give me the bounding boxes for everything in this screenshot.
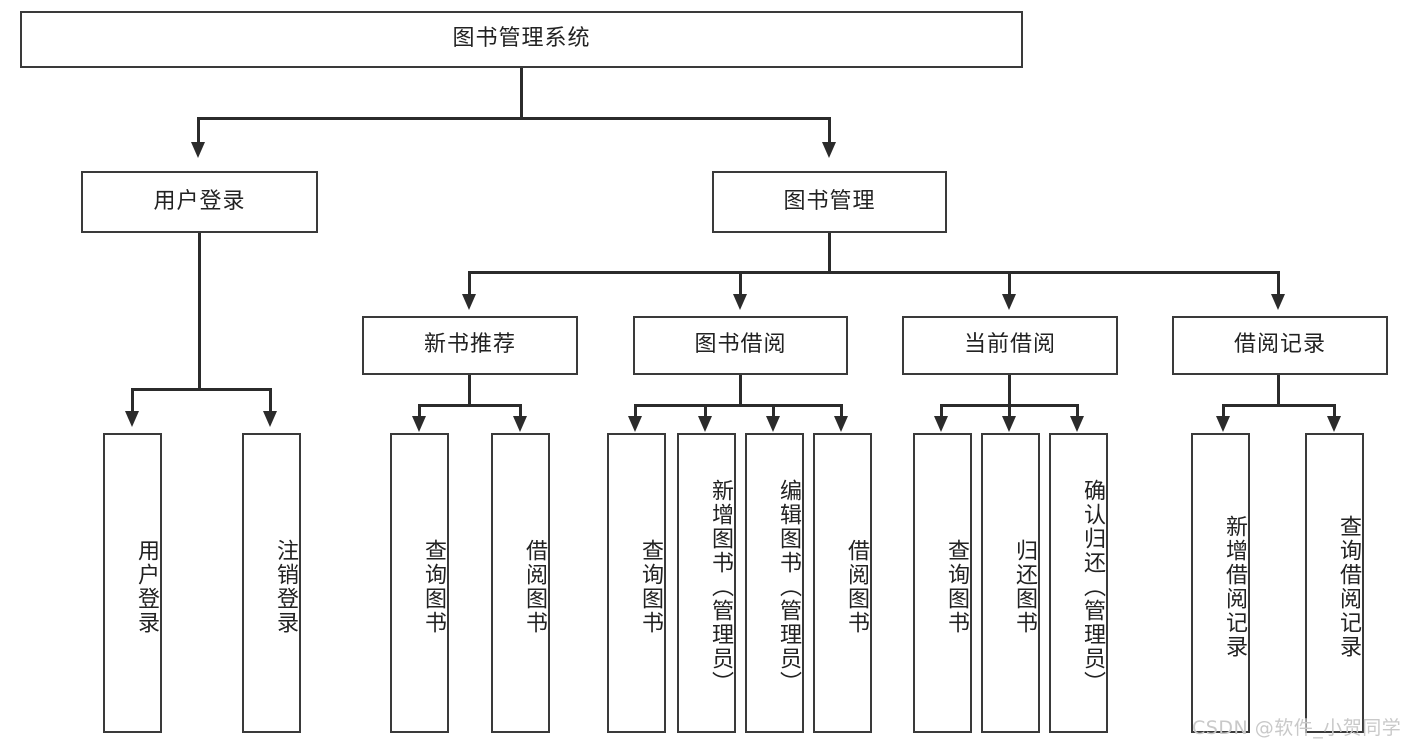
connector-root-bus: [197, 117, 831, 120]
connector-new-book-stem: [468, 375, 471, 404]
connector-user-login-bus: [131, 388, 271, 391]
connector-bm-to-borrow-records: [1277, 271, 1280, 296]
connector-root-stem: [520, 68, 523, 117]
connector-cb-leaf-1: [940, 404, 943, 418]
arrowhead-bm-to-current-borrow: [1002, 294, 1016, 310]
node-label: 借阅图书: [844, 539, 869, 635]
arrowhead-br-leaf-2: [1327, 416, 1341, 432]
connector-cb-leaf-2: [1008, 404, 1011, 418]
connector-bb-leaf-3: [772, 404, 775, 418]
node-leaf-query-borrow-record[interactable]: 查询借阅记录: [1305, 433, 1364, 733]
arrowhead-bb-leaf-2: [698, 416, 712, 432]
node-leaf-query-book-borrow[interactable]: 查询图书: [607, 433, 666, 733]
node-leaf-borrow-book-recommend[interactable]: 借阅图书: [491, 433, 550, 733]
node-book-management[interactable]: 图书管理: [712, 171, 947, 233]
connector-root-to-user-login: [197, 117, 200, 145]
connector-new-book-leaf-2: [519, 404, 522, 418]
arrowhead-new-book-leaf-2: [513, 416, 527, 432]
arrowhead-root-to-user-login: [191, 142, 205, 158]
connector-bb-leaf-4: [840, 404, 843, 418]
node-leaf-query-book-current[interactable]: 查询图书: [913, 433, 972, 733]
connector-user-login-to-leaf-1: [131, 388, 134, 413]
connector-br-leaf-2: [1333, 404, 1336, 418]
node-leaf-edit-book-admin[interactable]: 编辑图书（管理员）: [745, 433, 804, 733]
node-label: 图书管理: [783, 188, 876, 214]
arrowhead-user-login-leaf-2: [263, 411, 277, 427]
arrowhead-bm-to-book-borrow: [733, 294, 747, 310]
node-label: 用户登录: [134, 539, 159, 635]
node-label: 新增图书（管理员）: [708, 479, 733, 695]
node-leaf-logout-login[interactable]: 注销登录: [242, 433, 301, 733]
node-leaf-confirm-return-admin[interactable]: 确认归还（管理员）: [1049, 433, 1108, 733]
node-book-borrow[interactable]: 图书借阅: [633, 316, 848, 375]
connector-book-management-stem: [828, 233, 831, 271]
arrowhead-cb-leaf-1: [934, 416, 948, 432]
connector-book-management-bus: [468, 271, 1280, 274]
arrowhead-user-login-leaf-1: [125, 411, 139, 427]
connector-bb-leaf-2: [704, 404, 707, 418]
node-label: 新书推荐: [423, 332, 516, 358]
node-current-borrow[interactable]: 当前借阅: [902, 316, 1118, 375]
connector-new-book-leaf-1: [418, 404, 421, 418]
connector-new-book-bus: [418, 404, 522, 407]
node-leaf-borrow-book[interactable]: 借阅图书: [813, 433, 872, 733]
node-label: 当前借阅: [963, 332, 1056, 358]
connector-bm-to-new-book: [468, 271, 471, 296]
connector-borrow-records-bus: [1222, 404, 1336, 407]
node-leaf-add-book-admin[interactable]: 新增图书（管理员）: [677, 433, 736, 733]
node-label: 借阅图书: [522, 539, 547, 635]
connector-bb-leaf-1: [634, 404, 637, 418]
node-label: 图书借阅: [694, 332, 787, 358]
connector-br-leaf-1: [1222, 404, 1225, 418]
connector-book-borrow-stem: [739, 375, 742, 404]
node-label: 新增借阅记录: [1222, 515, 1247, 659]
connector-bm-to-book-borrow: [739, 271, 742, 296]
arrowhead-br-leaf-1: [1216, 416, 1230, 432]
node-leaf-return-book[interactable]: 归还图书: [981, 433, 1040, 733]
arrowhead-bb-leaf-1: [628, 416, 642, 432]
node-label: 查询借阅记录: [1336, 515, 1361, 659]
arrowhead-new-book-leaf-1: [412, 416, 426, 432]
node-label: 借阅记录: [1233, 332, 1326, 358]
node-label: 查询图书: [638, 539, 663, 635]
node-user-login[interactable]: 用户登录: [81, 171, 318, 233]
node-label: 查询图书: [944, 539, 969, 635]
connector-book-borrow-bus: [634, 404, 842, 407]
node-borrow-records[interactable]: 借阅记录: [1172, 316, 1388, 375]
node-label: 查询图书: [421, 539, 446, 635]
node-leaf-query-book-recommend[interactable]: 查询图书: [390, 433, 449, 733]
connector-cb-leaf-3: [1076, 404, 1079, 418]
connector-bm-to-current-borrow: [1008, 271, 1011, 296]
node-new-book-recommend[interactable]: 新书推荐: [362, 316, 578, 375]
node-leaf-add-borrow-record[interactable]: 新增借阅记录: [1191, 433, 1250, 733]
watermark-text: CSDN @软件_小贺同学: [1192, 717, 1402, 739]
arrowhead-root-to-book-management: [822, 142, 836, 158]
node-leaf-user-login[interactable]: 用户登录: [103, 433, 162, 733]
arrowhead-bm-to-borrow-records: [1271, 294, 1285, 310]
connector-root-to-book-management: [828, 117, 831, 145]
connector-user-login-to-leaf-2: [269, 388, 272, 413]
connector-borrow-records-stem: [1277, 375, 1280, 404]
node-label: 归还图书: [1012, 539, 1037, 635]
node-label: 编辑图书（管理员）: [776, 479, 801, 695]
arrowhead-bb-leaf-4: [834, 416, 848, 432]
arrowhead-cb-leaf-3: [1070, 416, 1084, 432]
node-label: 注销登录: [273, 539, 298, 635]
node-label: 用户登录: [153, 188, 246, 214]
node-label: 确认归还（管理员）: [1080, 479, 1105, 695]
arrowhead-cb-leaf-2: [1002, 416, 1016, 432]
connector-user-login-stem: [198, 233, 201, 388]
connector-current-borrow-stem: [1008, 375, 1011, 404]
node-root-book-management-system[interactable]: 图书管理系统: [20, 11, 1023, 68]
arrowhead-bm-to-new-book: [462, 294, 476, 310]
arrowhead-bb-leaf-3: [766, 416, 780, 432]
node-label: 图书管理系统: [452, 26, 591, 52]
